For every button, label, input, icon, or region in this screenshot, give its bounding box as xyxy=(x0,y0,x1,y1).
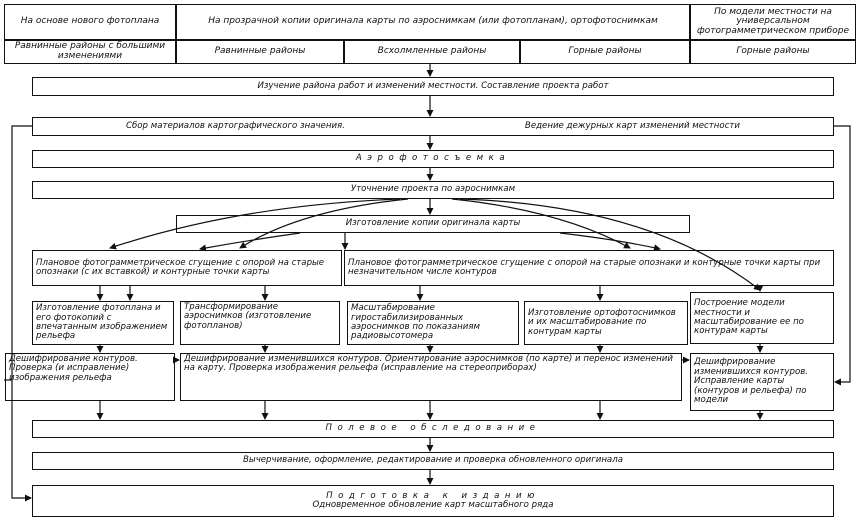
header-plain-big-changes: Равнинные районы с большими изменениями xyxy=(4,40,176,64)
left-feedback-line xyxy=(11,125,32,502)
step-refine-project: Уточнение проекта по аэроснимкам xyxy=(32,181,834,199)
collect-materials-text: Сбор материалов картографического значен… xyxy=(125,120,345,131)
step-aerial-survey: Аэрофотосъемка xyxy=(32,150,834,168)
step-transform: Трансформирование аэроснимков (изготовле… xyxy=(180,301,340,345)
header-mountain-regions: Горные районы xyxy=(520,40,690,64)
header-terrain-model: По модели местности на универсальном фот… xyxy=(690,4,856,40)
step-terrain-model: Построение модели местности и масштабиро… xyxy=(690,292,834,344)
step-drafting: Вычерчивание, оформление, редактирование… xyxy=(32,452,834,470)
header-mountain-regions-model: Горные районы xyxy=(690,40,856,64)
step-collect-materials: Сбор материалов картографического значен… xyxy=(32,117,834,136)
right-feedback-line xyxy=(834,125,851,386)
step-orthophoto: Изготовление ортофотоснимков и их масшта… xyxy=(524,301,688,345)
header-transparent-copy: На прозрачной копии оригинала карты по а… xyxy=(176,4,690,40)
step-scaling: Масштабирование гиростабилизированных аэ… xyxy=(347,301,519,345)
step-photoplan: Изготовление фотоплана и его фотокопий с… xyxy=(32,301,174,345)
print-preparation-text: Подготовка к изданию xyxy=(326,490,540,501)
step-study-area: Изучение района работ и изменений местно… xyxy=(32,77,834,96)
step-interpretation-middle: Дешифрирование изменившихся контуров. Ор… xyxy=(180,353,682,401)
step-field-survey: Полевое обследование xyxy=(32,420,834,438)
arrow-copy-to-densify-left xyxy=(199,232,301,252)
header-new-photoplan: На основе нового фотоплана xyxy=(4,4,176,40)
step-interpretation-model: Дешифрирование изменившихся контуров. Ис… xyxy=(690,353,834,411)
step-interpretation-left: Дешифрирование контуров. Проверка (и исп… xyxy=(5,353,175,401)
header-plain-regions: Равнинные районы xyxy=(176,40,344,64)
step-print-preparation: Подготовка к изданию Одновременное обнов… xyxy=(32,485,834,517)
step-copy-original: Изготовление копии оригинала карты xyxy=(176,215,690,233)
duty-maps-text: Ведение дежурных карт изменений местност… xyxy=(524,120,740,131)
step-densification-left: Плановое фотограмметрическое сгущение с … xyxy=(32,250,342,286)
step-densification-right: Плановое фотограмметрическое сгущение с … xyxy=(344,250,834,286)
arrow-copy-to-densify-right xyxy=(559,232,661,252)
simultaneous-update-text: Одновременное обновление карт масштабног… xyxy=(312,500,554,510)
header-hilly-regions: Всхолмленные районы xyxy=(344,40,520,64)
